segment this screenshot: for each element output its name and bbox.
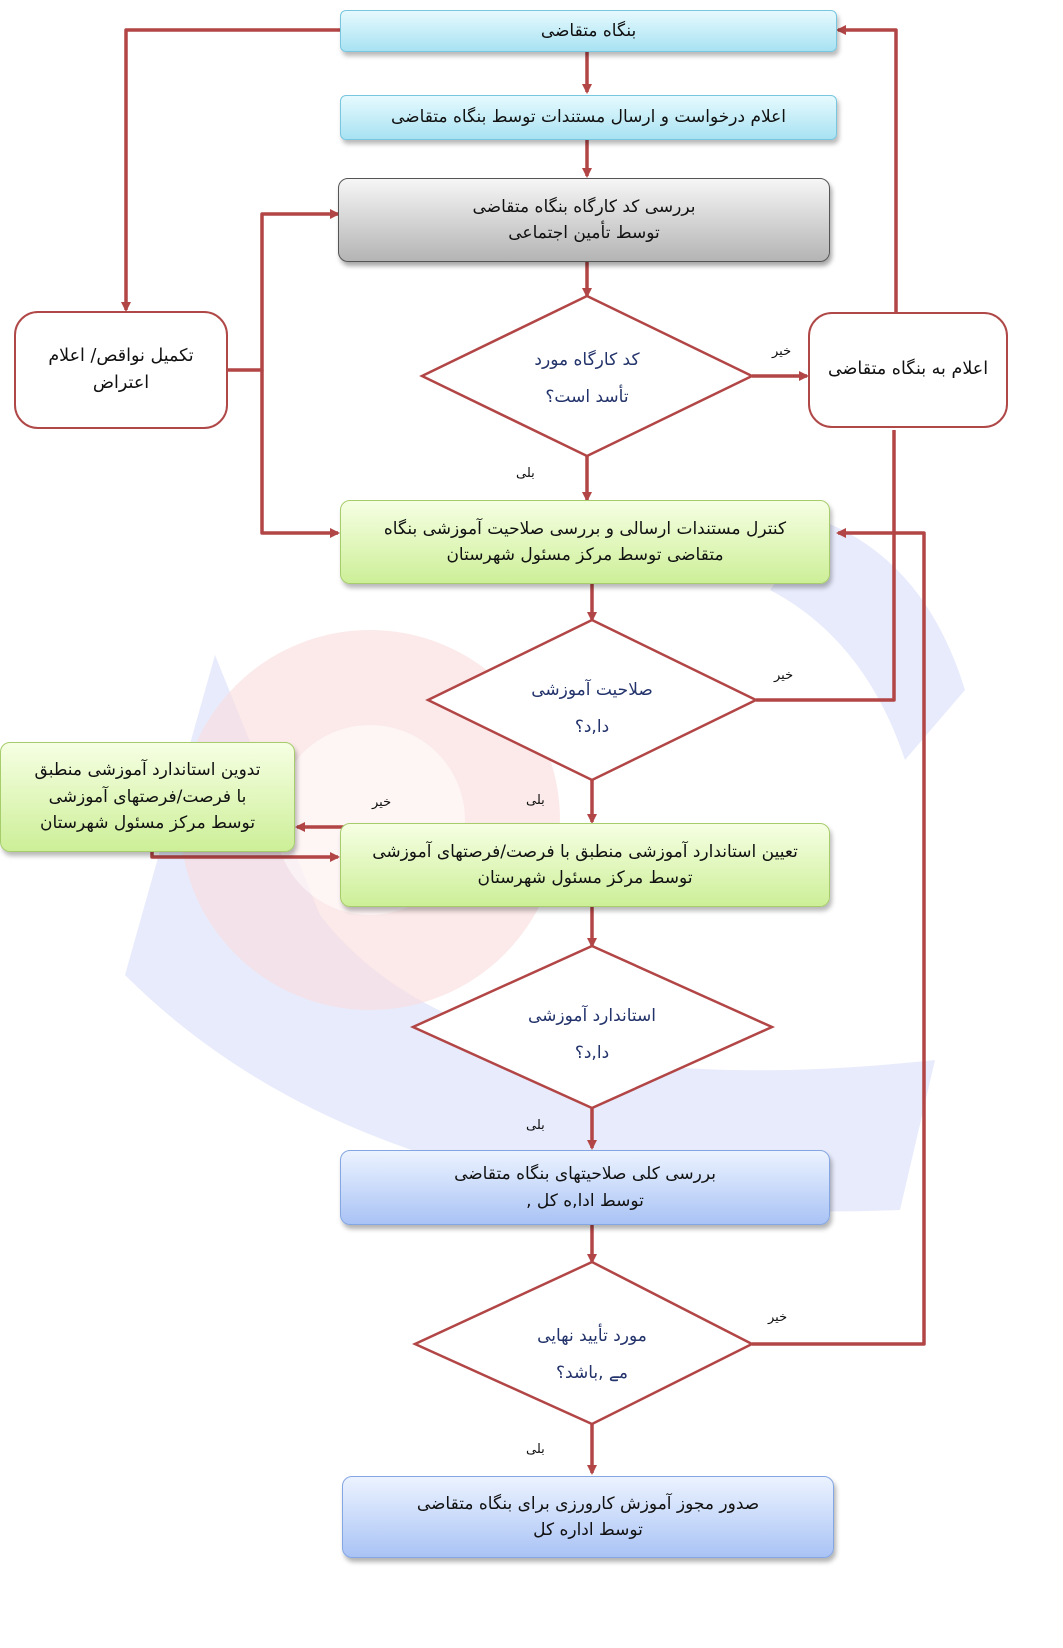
label-workshop-no: خیر [772,344,792,359]
decision-standard-line-2: دا,د؟ [574,1043,610,1064]
decision-final-line-1: مورد تأیید نهایی [537,1326,647,1346]
decision-final-line-2: مے ,باشد؟ [556,1363,628,1384]
node-start-line: بنگاه متقاضی [540,20,637,41]
node-notify-line: اعلام به بنگاه متقاضی [827,359,989,380]
edge-complete-control [260,370,340,538]
node-request: اعلام درخواست و ارسال مستندات توسط بنگاه… [340,95,837,140]
decision-competence-line-2: دا,د؟ [574,717,610,738]
node-standard-assign-line-1: تعیین استاندارد آموزشی منطبق با فرصت/فرص… [372,841,798,862]
node-license-line-2: توسط اداره کل [533,1520,643,1540]
node-standard-compile-line-1: تدوین استاندارد آموزشی منطبق [34,760,261,781]
decision-workshop-line-2: تأسد است؟ [545,387,629,408]
node-general-review-line-2: توسط ادا,ه کل , [526,1190,644,1211]
node-workshop-check-line-1: بررسی کد کارگاه بنگاه متقاضی [472,196,696,217]
edge-complete-check [228,209,340,372]
label-competence-no: خیر [774,668,794,683]
edge-start-complete [121,28,340,312]
node-control-docs-line-2: متقاضی توسط مرکز مسئول شهرستان [446,545,724,565]
decision-standard-text: استاندارد آموزشی دا,د؟ [492,998,692,1073]
diamond-competence [425,618,759,782]
decision-final-text: مورد تأیید نهایی مے ,باشد؟ [492,1318,692,1393]
node-complete-line-2: اعتراض [92,373,150,393]
label-standard-no: خیر [372,795,392,810]
diamond-standard [409,944,776,1110]
node-workshop-check: بررسی کد کارگاه بنگاه متقاضی توسط تأمین … [338,178,830,262]
decision-competence-line-1: صلاحیت آموزشی [531,680,653,700]
edge-competence-no [756,430,896,702]
decision-workshop-text: کد کارگاه مورد تأسد است؟ [487,342,687,417]
node-standard-compile: تدوین استاندارد آموزشی منطبق با فرصت/فرص… [0,742,295,852]
node-request-line: اعلام درخواست و ارسال مستندات توسط بنگاه… [390,107,787,128]
edge-notify-start [836,25,898,314]
decision-standard-line-1: استاندارد آموزشی [527,1006,657,1026]
watermark-arc [125,655,935,1212]
label-final-yes: بلی [526,1442,545,1457]
node-general-review: بررسی کلی صلاحیتهای بنگاه متقاضی توسط اد… [340,1150,830,1225]
node-general-review-line-1: بررسی کلی صلاحیتهای بنگاه متقاضی [454,1164,716,1185]
node-workshop-check-line-2: توسط تأمین اجتماعی [508,223,660,243]
diamond-workshop [419,294,755,458]
label-final-no: خیر [768,1310,788,1325]
node-standard-assign-line-2: توسط مرکز مسئول شهرستان [477,868,693,888]
node-start: بنگاه متقاضی [340,10,837,52]
node-standard-compile-line-3: توسط مرکز مسئول شهرستان [39,813,256,834]
decision-competence-text: صلاحیت آموزشی دا,د؟ [492,672,692,747]
label-workshop-yes: بلی [516,466,535,481]
node-standard-compile-line-2: با فرصت/فرصتهای آموزشی [48,786,247,807]
node-complete-line-1: تکمیل نواقص/ اعلام [48,345,194,366]
label-standard-yes: بلی [526,1118,545,1133]
node-license: صدور مجوز آموزش کارورزی برای بنگاه متقاض… [342,1476,834,1558]
node-control-docs-line-1: کنترل مستندات ارسالی و بررسی صلاحیت آموز… [383,518,787,539]
node-license-line-1: صدور مجوز آموزش کارورزی برای بنگاه متقاض… [416,1493,760,1514]
decision-workshop-line-1: کد کارگاه مورد [534,350,640,370]
node-complete: تکمیل نواقص/ اعلام اعتراض [14,311,228,429]
node-control-docs: کنترل مستندات ارسالی و بررسی صلاحیت آموز… [340,500,830,584]
diamond-final [411,1260,755,1426]
node-standard-assign: تعیین استاندارد آموزشی منطبق با فرصت/فرص… [340,823,830,907]
node-notify: اعلام به بنگاه متقاضی [808,312,1008,428]
label-competence-yes: بلی [526,793,545,808]
edge-final-no [752,528,926,1346]
